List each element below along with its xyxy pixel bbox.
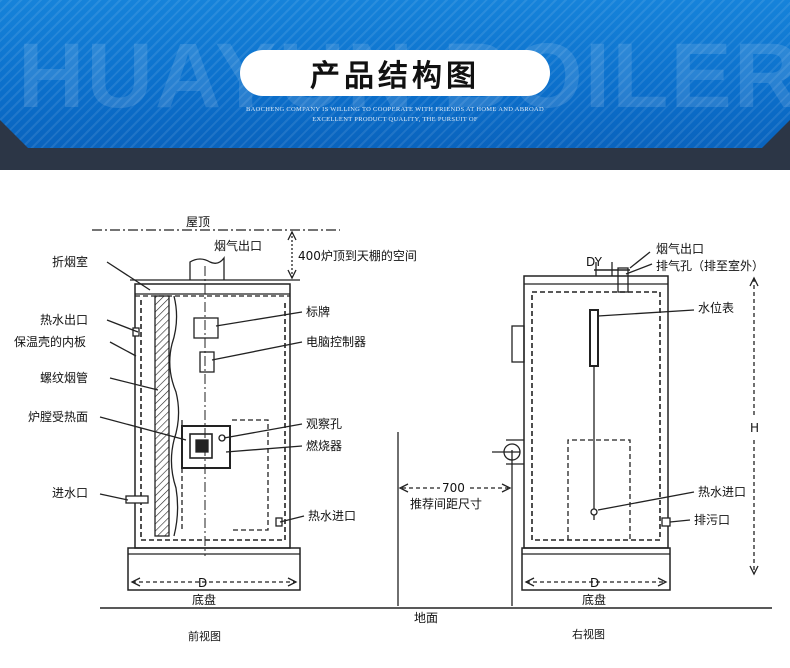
spacing-label: 推荐间距尺寸	[410, 497, 482, 511]
controller-label: 电脑控制器	[306, 335, 366, 349]
spiral-flue-tube	[154, 295, 170, 537]
nameplate-box	[193, 317, 219, 339]
h-label: H	[750, 421, 759, 435]
vent-pipe	[617, 267, 629, 293]
side-view-labels: DY 烟气出口 排气孔（排至室外） 水位表 H 热水进口 排污口 D 底盘 右视…	[572, 241, 764, 641]
banner-tagline-line2: EXCELLENT PRODUCT QUALITY, THE PURSUIT O…	[312, 116, 478, 123]
smoke-chamber-label: 折烟室	[52, 254, 88, 269]
furnace-surface-label: 炉膛受热面	[28, 410, 88, 424]
drain-outlet-label: 排污口	[694, 513, 730, 527]
side-base-label: 底盘	[582, 592, 606, 607]
side-hot-water-inlet-label: 热水进口	[698, 485, 746, 499]
water-level-gauge	[589, 309, 599, 367]
spiral-flue-label: 螺纹烟管	[40, 370, 88, 385]
banner-corner-right	[760, 120, 790, 150]
structure-diagram: 屋顶 烟气出口 400炉顶到天棚的空间 折烟室 热水出口 保温壳的内板 螺纹烟管…	[14, 215, 772, 643]
front-view	[92, 229, 340, 591]
spacing-value: 700	[442, 481, 465, 495]
water-gauge-label: 水位表	[698, 300, 734, 315]
front-view-labels: 屋顶 烟气出口 400炉顶到天棚的空间 折烟室 热水出口 保温壳的内板 螺纹烟管…	[14, 215, 417, 643]
banner-tagline-line1: BAOCHENG COMPANY IS WILLING TO COOPERATE…	[245, 106, 545, 113]
observation-hole-label: 观察孔	[306, 417, 342, 431]
side-base	[521, 547, 671, 591]
side-flue-outlet-label: 烟气出口	[656, 241, 704, 256]
front-base	[127, 547, 301, 591]
side-view	[492, 251, 759, 591]
front-flue-outlet-label: 烟气出口	[214, 238, 262, 253]
insulation-wave	[169, 295, 180, 537]
side-panel	[511, 325, 525, 363]
front-view-caption: 前视图	[188, 629, 221, 643]
burner-label: 燃烧器	[306, 438, 342, 453]
header-banner: HUAYUN BOILER 产品结构图 BAOCHENG COMPANY IS …	[0, 0, 790, 170]
insulation-plate-label: 保温壳的内板	[14, 334, 86, 349]
nameplate-label: 标牌	[306, 305, 330, 319]
front-base-label: 底盘	[192, 592, 216, 607]
spacing-labels: 700 推荐间距尺寸 地面	[410, 481, 482, 625]
controller-box	[199, 351, 215, 373]
hot-water-outlet-label: 热水出口	[40, 313, 88, 327]
banner-footer-strip	[0, 148, 790, 170]
water-inlet-pipe	[125, 495, 149, 504]
front-hot-water-inlet-label: 热水进口	[308, 509, 356, 523]
roof-label: 屋顶	[186, 215, 210, 229]
vent-hole-label: 排气孔（排至室外）	[656, 258, 764, 273]
ceiling-clearance-label: 400炉顶到天棚的空间	[298, 248, 417, 263]
burner-housing	[181, 425, 231, 469]
side-boiler-body	[523, 275, 669, 549]
banner-corner-left	[0, 120, 30, 150]
dy-label: DY	[586, 255, 603, 269]
front-d-label: D	[198, 576, 207, 590]
flue-outlet-pipe	[189, 256, 225, 280]
side-view-caption: 右视图	[572, 627, 605, 641]
page-title: 产品结构图	[240, 50, 550, 96]
water-inlet-label: 进水口	[52, 486, 88, 500]
ground-label: 地面	[414, 611, 438, 625]
side-d-label: D	[590, 576, 599, 590]
spacing-dimension	[100, 432, 772, 609]
